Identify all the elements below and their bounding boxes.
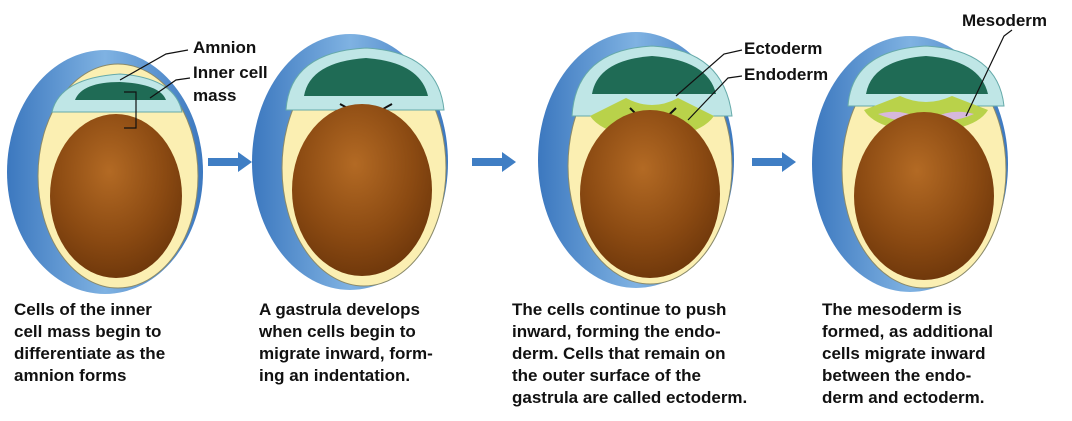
stage-1-embryo — [7, 50, 203, 294]
caption-stage-2: A gastrula develops when cells begin to … — [259, 299, 433, 387]
label-inner-cell-mass-2: mass — [193, 86, 236, 105]
caption-line: differentiate as the — [14, 343, 165, 365]
progress-arrow-1 — [208, 152, 252, 172]
caption-line: Cells of the inner — [14, 299, 165, 321]
label-inner-cell-mass-1: Inner cell — [193, 63, 268, 82]
caption-line: ing an indentation. — [259, 365, 433, 387]
label-endoderm: Endoderm — [744, 65, 828, 84]
caption-line: the outer surface of the — [512, 365, 747, 387]
stage-2-embryo — [252, 34, 448, 290]
caption-line: derm. Cells that remain on — [512, 343, 747, 365]
stage-4-embryo — [812, 36, 1008, 292]
caption-line: migrate inward, form- — [259, 343, 433, 365]
progress-arrow-2 — [472, 152, 516, 172]
label-mesoderm: Mesoderm — [962, 11, 1047, 30]
caption-line: amnion forms — [14, 365, 165, 387]
caption-line: cells migrate inward — [822, 343, 993, 365]
caption-line: between the endo- — [822, 365, 993, 387]
label-ectoderm: Ectoderm — [744, 39, 822, 58]
caption-line: derm and ectoderm. — [822, 387, 993, 409]
caption-line: cell mass begin to — [14, 321, 165, 343]
caption-stage-1: Cells of the inner cell mass begin to di… — [14, 299, 165, 387]
caption-line: formed, as additional — [822, 321, 993, 343]
caption-line: The mesoderm is — [822, 299, 993, 321]
caption-line: A gastrula develops — [259, 299, 433, 321]
caption-line: gastrula are called ectoderm. — [512, 387, 747, 409]
caption-line: when cells begin to — [259, 321, 433, 343]
progress-arrow-3 — [752, 152, 796, 172]
caption-stage-3: The cells continue to push inward, formi… — [512, 299, 747, 409]
caption-stage-4: The mesoderm is formed, as additional ce… — [822, 299, 993, 409]
label-amnion: Amnion — [193, 38, 256, 57]
caption-line: The cells continue to push — [512, 299, 747, 321]
caption-line: inward, forming the endo- — [512, 321, 747, 343]
